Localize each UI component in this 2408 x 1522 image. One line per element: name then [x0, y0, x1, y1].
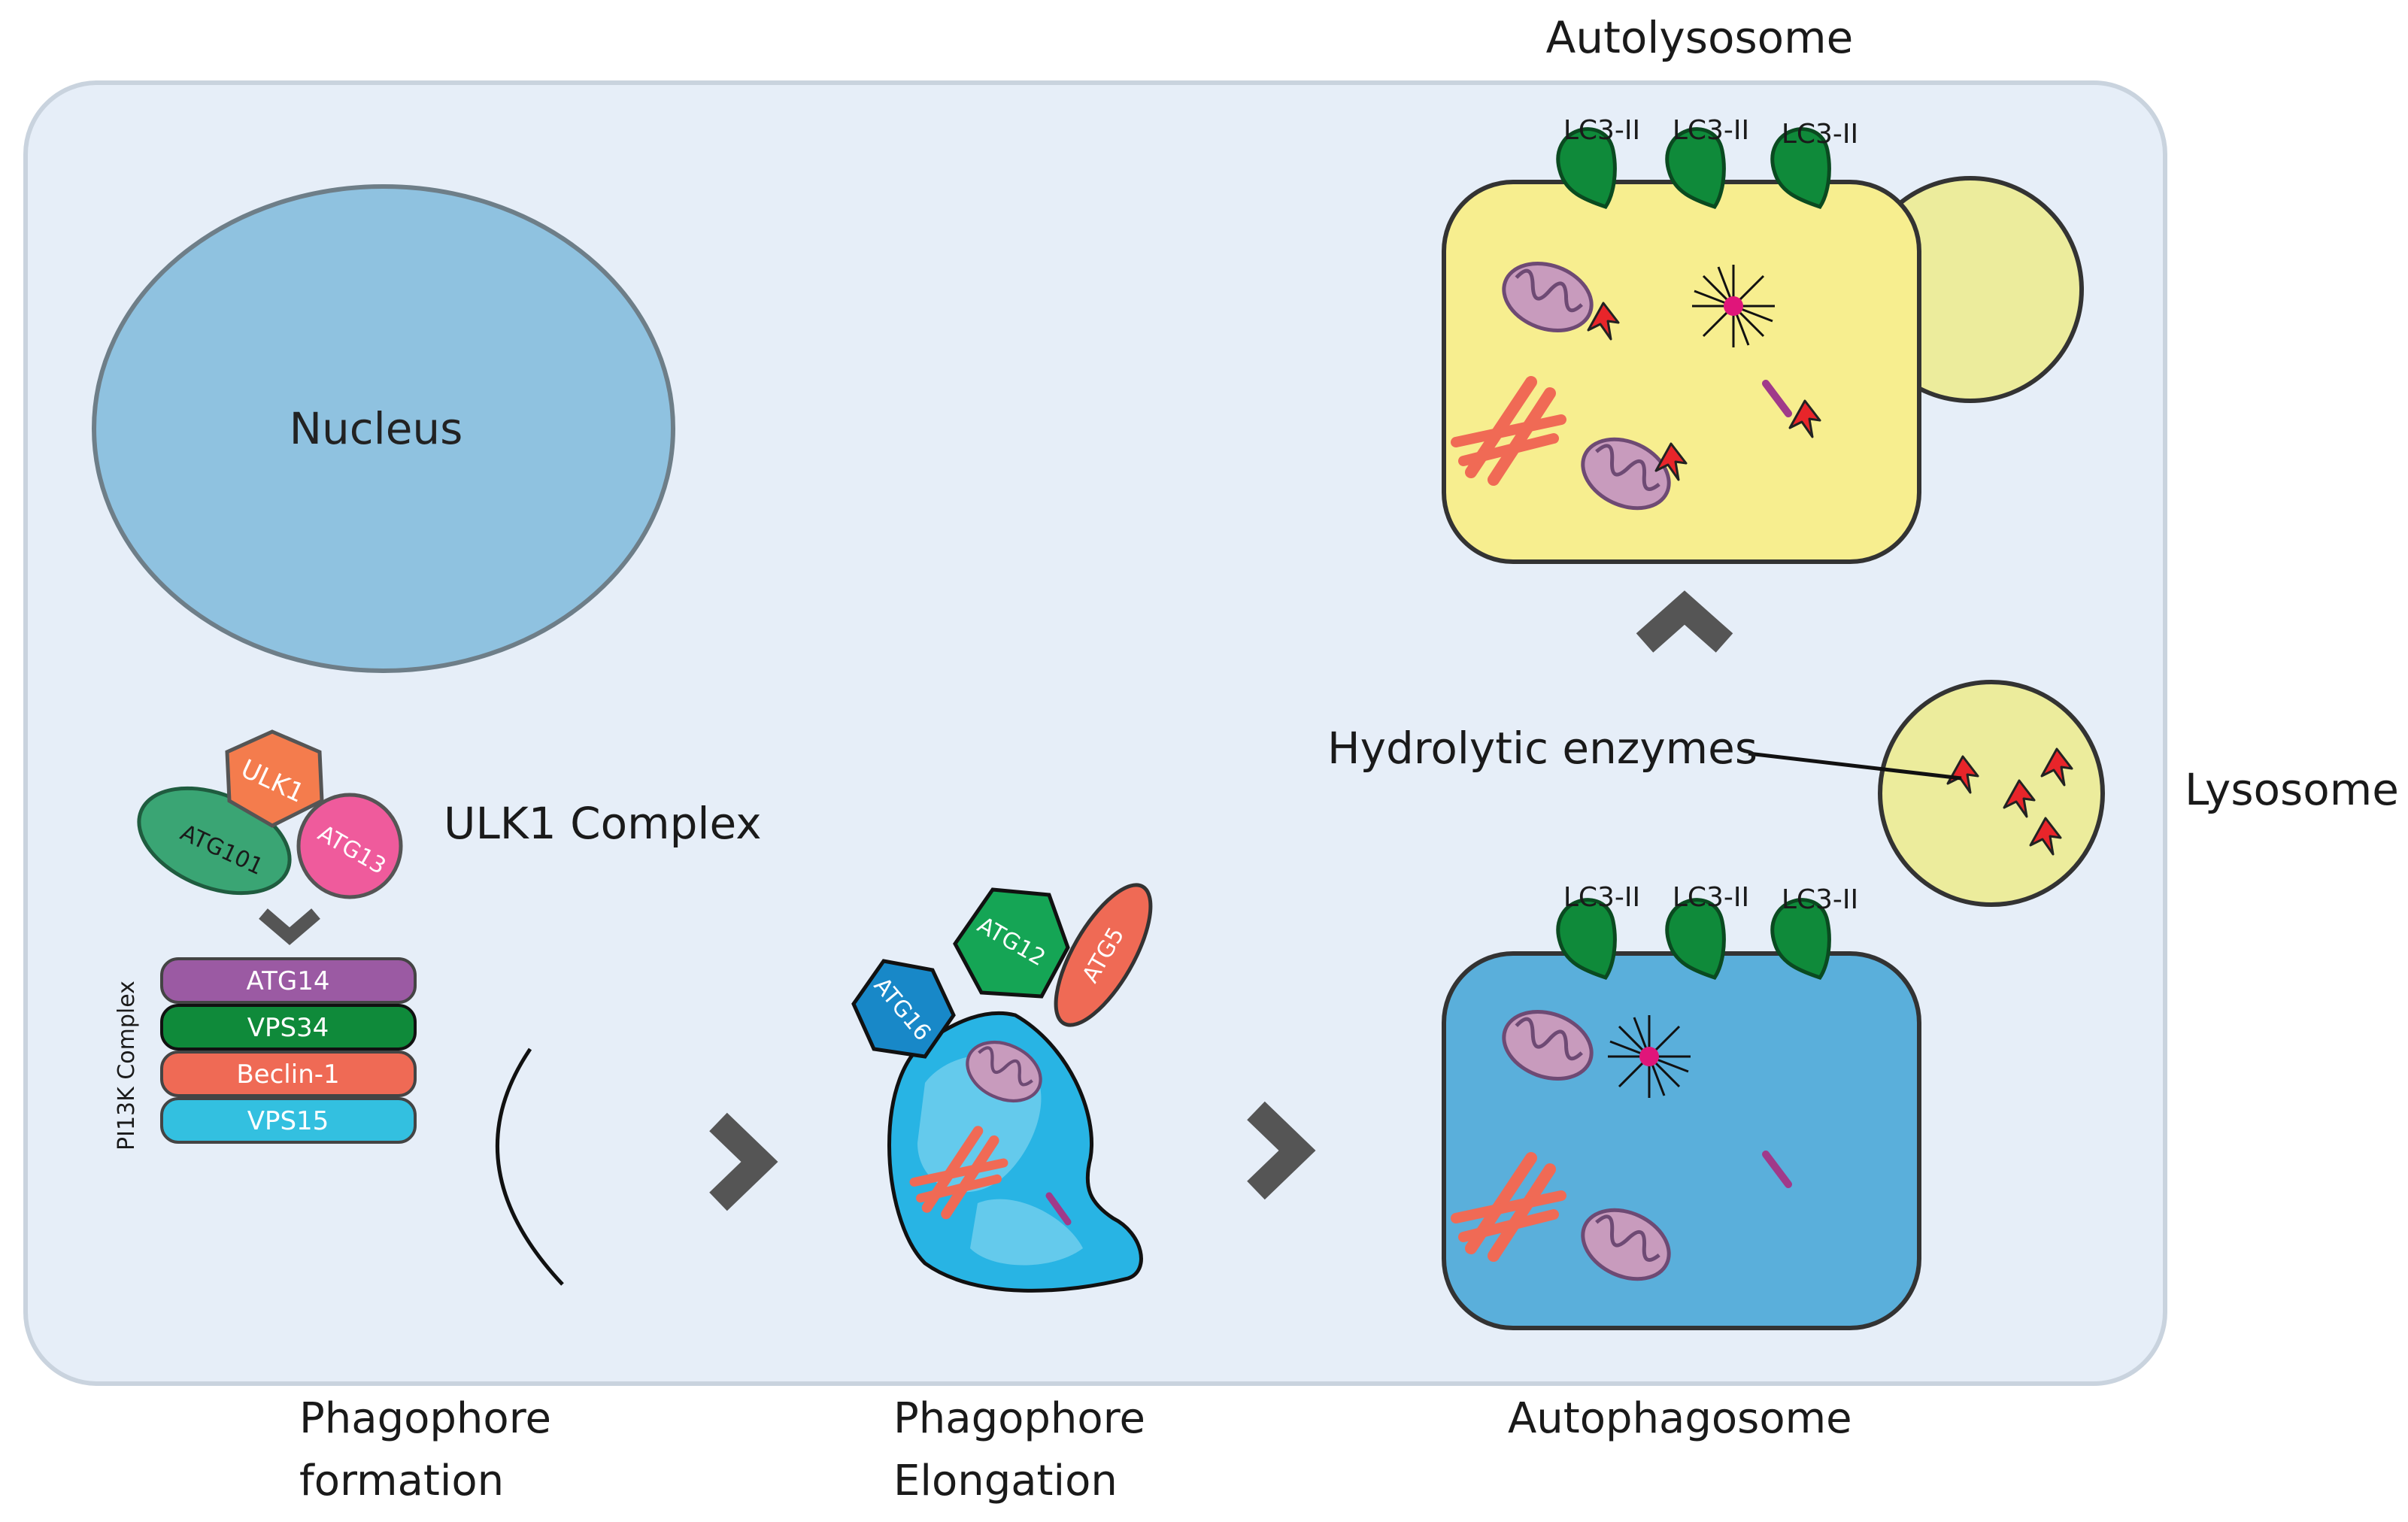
autolysosome-body — [1442, 180, 1921, 564]
stage-label-elongation-line1: Phagophore — [893, 1394, 1145, 1443]
stage-label-autophagosome: Autophagosome — [1508, 1394, 1852, 1443]
stage-label-formation-line2: formation — [299, 1457, 504, 1505]
stage-label-elongation-line2: Elongation — [893, 1457, 1118, 1505]
pi3k-complex-label: PI13K Complex — [114, 981, 140, 1151]
atg14-bar — [160, 957, 417, 1004]
autophagosome-body — [1442, 951, 1921, 1330]
ulk1-complex: ULK1 ATG101 ATG13 — [137, 729, 403, 899]
chevron-down-icon — [259, 908, 320, 945]
lysosome-label: Lysosome — [2185, 764, 2399, 815]
lc3-label: LC3-II — [1673, 882, 1749, 913]
elongating-phagophore — [887, 1011, 1143, 1293]
lysosome-body — [1878, 680, 2105, 907]
atg12-5-16-complex: ATG16 ATG12 ATG5 — [851, 883, 1153, 1059]
atg12-shape — [953, 887, 1070, 999]
ulk1-complex-label: ULK1 Complex — [444, 798, 762, 849]
nucleus — [92, 184, 675, 673]
vps15-bar — [160, 1097, 417, 1144]
atg5-shape — [1054, 883, 1153, 1027]
lc3-label: LC3-II — [1563, 882, 1640, 913]
vps15-label: VPS15 — [247, 1106, 329, 1136]
ulk1-shape — [225, 729, 324, 828]
atg13-shape — [296, 793, 403, 899]
lc3-label: LC3-II — [1673, 115, 1749, 146]
enzyme-pointer-line — [1748, 751, 1962, 781]
vps34-label: VPS34 — [247, 1013, 329, 1043]
arrow-right-icon — [709, 1112, 778, 1211]
stage-label-formation-line1: Phagophore — [299, 1394, 551, 1443]
beclin1-label: Beclin-1 — [236, 1060, 339, 1090]
beclin1-bar — [160, 1051, 417, 1097]
phagophore-arc — [495, 1048, 564, 1286]
lc3-label: LC3-II — [1782, 119, 1858, 150]
vps34-bar — [160, 1004, 417, 1051]
arrow-up-icon — [1636, 590, 1733, 653]
arrow-right-icon — [1247, 1101, 1316, 1200]
atg16-shape — [851, 959, 956, 1059]
lysosome — [1878, 680, 2105, 907]
autolysosome-label: Autolysosome — [1546, 12, 1854, 63]
autophagosome — [1442, 900, 1921, 1330]
atg14-label: ATG14 — [247, 966, 330, 996]
lc3-label: LC3-II — [1782, 884, 1858, 915]
nucleus-label: Nucleus — [290, 403, 463, 454]
hydrolytic-enzymes-label: Hydrolytic enzymes — [1327, 723, 1757, 774]
pi3k-stack: ATG14 VPS34 Beclin-1 VPS15 — [160, 957, 417, 1144]
lc3-label: LC3-II — [1563, 115, 1640, 146]
autolysosome — [1442, 129, 2084, 564]
